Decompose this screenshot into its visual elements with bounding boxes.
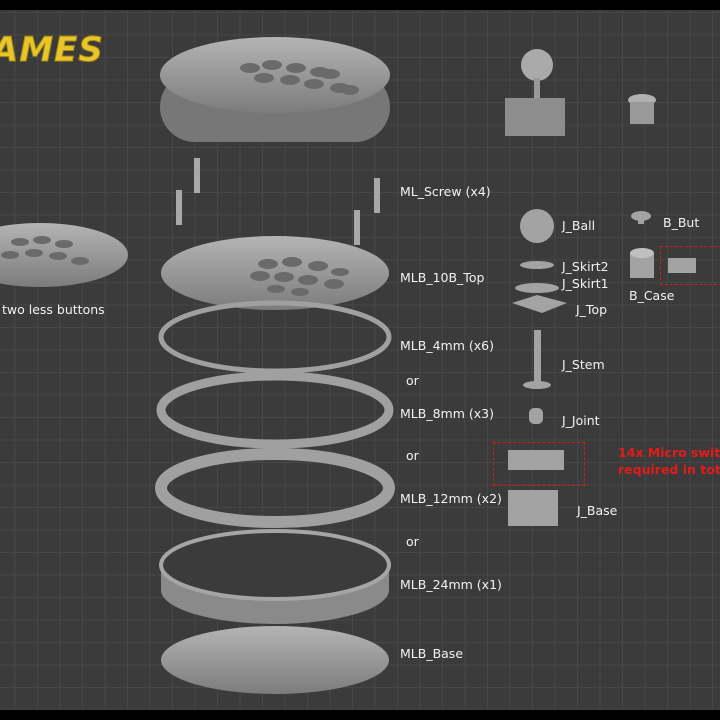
label-or: or (406, 534, 419, 549)
label-or: or (406, 448, 419, 463)
label-mlb-10b-top: MLB_10B_Top (400, 270, 485, 285)
exploded-view-art (0, 37, 696, 694)
label-ml-screw: ML_Screw (x4) (400, 184, 491, 199)
label-mlb-12mm: MLB_12mm (x2) (400, 491, 502, 506)
label-j-ball: J_Ball (562, 218, 596, 233)
label-mlb-base: MLB_Base (400, 646, 464, 661)
label-j-top: J_Top (576, 302, 608, 317)
spacer-24mm (159, 529, 391, 624)
button-assembled (628, 94, 656, 124)
label-j-skirt1: J_Skirt1 (562, 276, 609, 291)
label-mlb-4mm: MLB_4mm (x6) (400, 338, 494, 353)
joystick-assembled (505, 49, 565, 136)
label-j-joint: J_Joint (562, 413, 600, 428)
spacer-rings (155, 300, 395, 528)
label-b-but: B_But (663, 215, 700, 230)
microswitch-note-line2: required in total (618, 462, 720, 477)
label-j-base: J_Base (577, 503, 618, 518)
label-b-case: B_Case (629, 288, 675, 303)
microswitch-note: 14x Micro switch required in total (618, 444, 720, 478)
alt-top-plate (0, 223, 128, 287)
label-j-stem: J_Stem (562, 357, 605, 372)
microswitch-note-line1: 14x Micro switch (618, 445, 720, 460)
label-or: or (406, 373, 419, 388)
label-mlb-8mm: MLB_8mm (x3) (400, 406, 494, 421)
label-mlb-24mm: MLB_24mm (x1) (400, 577, 502, 592)
brand-logo: AMES (0, 30, 104, 71)
microswitch-highlight-box (660, 246, 720, 285)
top-plate-10b (161, 236, 389, 310)
base-plate (161, 626, 389, 694)
screws (176, 158, 380, 245)
label-two-less-buttons: two less buttons (2, 302, 105, 317)
label-j-skirt2: J_Skirt2 (562, 259, 609, 274)
assembled-case (160, 37, 390, 142)
button-parts (630, 211, 696, 278)
joystick-parts (508, 209, 567, 526)
viewport-canvas: AMES two less buttons ML_Screw (x4) MLB_… (0, 10, 720, 710)
microswitch-highlight-box (493, 442, 585, 486)
